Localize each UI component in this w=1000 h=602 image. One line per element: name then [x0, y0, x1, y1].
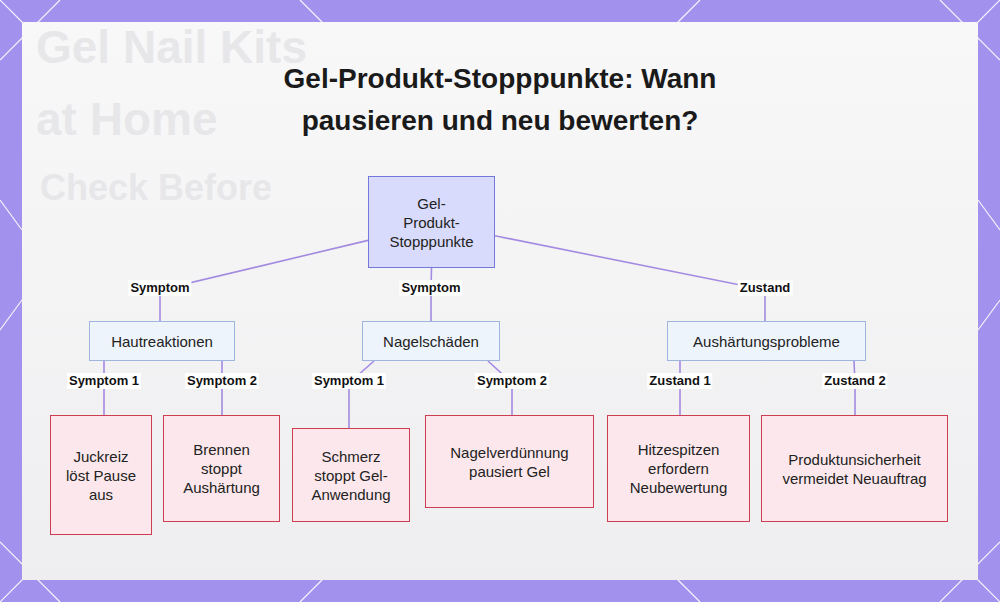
watermark-text: at Home: [36, 96, 217, 142]
stop-box: Brennen stoppt Aushärtung: [163, 415, 280, 522]
stop-box: Nagelverdünnung pausiert Gel: [425, 415, 594, 508]
edge-label: Symptom 2: [185, 373, 259, 389]
edge-label: Symptom: [399, 280, 462, 296]
node-text: Schmerz stoppt Gel-Anwendung: [303, 447, 399, 504]
root-box: Gel-Produkt-Stopppunkte: [368, 176, 495, 268]
edge-label: Symptom: [128, 280, 191, 296]
node-text: Aushärtungsprobleme: [693, 332, 840, 351]
connector: [495, 236, 765, 321]
edge-label: Symptom 2: [475, 373, 549, 389]
category-box: Aushärtungsprobleme: [667, 321, 866, 361]
edge-label: Zustand 2: [822, 373, 887, 389]
node-text: Produktunsicherheit vermeidet Neuauftrag: [772, 450, 937, 488]
node-text: Hitzespitzen erfordern Neubewertung: [618, 440, 739, 497]
edge-label: Zustand: [738, 280, 793, 296]
node-text: Gel-Produkt-Stopppunkte: [389, 194, 474, 251]
node-text: Nagelverdünnung pausiert Gel: [436, 443, 583, 481]
watermark-text: Gel Nail Kits: [36, 24, 307, 70]
watermark-text: Check Before: [40, 170, 272, 206]
category-box: Hautreaktionen: [89, 321, 235, 361]
stop-box: Produktunsicherheit vermeidet Neuauftrag: [761, 415, 948, 522]
stop-box: Juckreiz löst Pause aus: [50, 415, 152, 535]
node-text: Hautreaktionen: [111, 332, 213, 351]
edge-label: Symptom 1: [67, 373, 141, 389]
edge-label: Zustand 1: [647, 373, 712, 389]
diagram-title: Gel-Produkt-Stopppunkte: Wann pausieren …: [240, 58, 760, 142]
stop-box: Schmerz stoppt Gel-Anwendung: [292, 428, 410, 522]
category-box: Nagelschäden: [362, 321, 500, 361]
node-text: Brennen stoppt Aushärtung: [174, 440, 269, 497]
stop-box: Hitzespitzen erfordern Neubewertung: [607, 415, 750, 522]
connector: [349, 361, 374, 428]
node-text: Juckreiz löst Pause aus: [61, 447, 141, 504]
edge-label: Symptom 1: [312, 373, 386, 389]
node-text: Nagelschäden: [383, 332, 479, 351]
